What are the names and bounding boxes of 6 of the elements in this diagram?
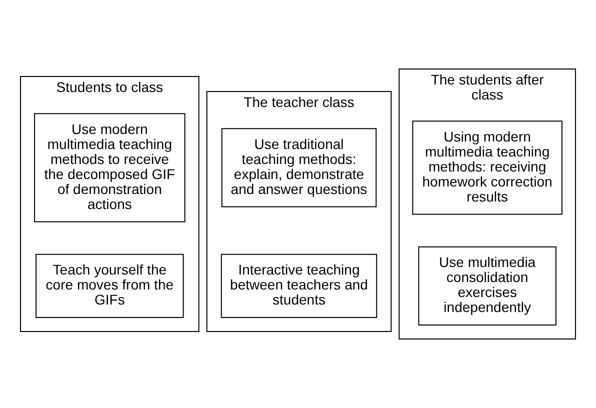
node-box: Use multimedia consolidation exercises independently xyxy=(418,246,556,326)
node-box: Use traditional teaching methods: explain, demonstrate and answer questions xyxy=(221,128,377,208)
node-box: Use modern multimedia teaching methods to receive the decomposed GIF of demonstration actions xyxy=(34,113,186,222)
node-box: Interactive teaching between teachers and students xyxy=(220,254,378,318)
node-box: Using modern multimedia teaching methods: receiving homework correction results xyxy=(412,120,562,215)
node-box: Teach yourself the core moves from the GIFs xyxy=(36,254,184,318)
